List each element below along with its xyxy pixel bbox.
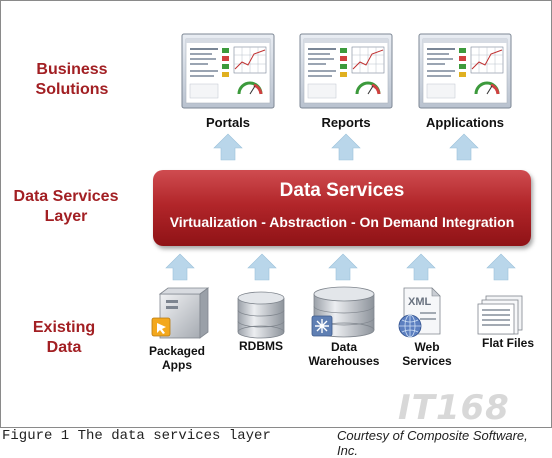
arrow-up-icon [331, 133, 361, 161]
portals-label: Portals [205, 115, 251, 130]
database-icon [237, 291, 285, 339]
web-services-label: Web Services [392, 340, 462, 368]
source-label-line1: Web [414, 340, 440, 354]
services-label-line2: Layer [44, 208, 88, 225]
existing-label-line2: Data [46, 339, 82, 356]
source-label-line1: RDBMS [239, 339, 283, 353]
arrow-up-icon [486, 253, 516, 281]
data-warehouses-label: Data Warehouses [302, 340, 386, 368]
arrow-up-icon [406, 253, 436, 281]
data-warehouse-icon [311, 286, 375, 338]
xml-badge: XML [408, 296, 432, 308]
source-label-line1: Packaged [148, 344, 206, 358]
data-services-band: Data Services Virtualization - Abstracti… [153, 170, 531, 246]
data-services-subtitle: Virtualization - Abstraction - On Demand… [169, 214, 515, 230]
arrow-up-icon [247, 253, 277, 281]
flat-files-icon [477, 295, 523, 335]
figure-credit: Courtesy of Composite Software, Inc. [337, 428, 528, 458]
source-label-line2: Warehouses [308, 354, 380, 368]
existing-label-line1: Existing [32, 319, 96, 336]
figure-caption: Figure 1 The data services layer [2, 428, 271, 444]
business-label-line2: Solutions [35, 81, 109, 98]
packaged-apps-icon [151, 287, 210, 339]
source-label-line1: Flat Files [481, 336, 534, 350]
business-solutions-label: Business Solutions [20, 60, 124, 100]
reports-screen-icon [298, 32, 394, 110]
source-label-line2: Services [402, 354, 452, 368]
existing-data-label: Existing Data [14, 318, 114, 358]
arrow-up-icon [449, 133, 479, 161]
diagram-graphics: XML [151, 32, 523, 339]
packaged-apps-label: Packaged Apps [140, 344, 214, 372]
arrow-up-icon [213, 133, 243, 161]
arrow-up-icon [165, 253, 195, 281]
data-services-layer-label: Data Services Layer [2, 187, 130, 227]
business-label-line1: Business [36, 61, 108, 78]
source-label-line1: Data [330, 340, 357, 354]
xml-globe-icon: XML [398, 287, 441, 338]
rdbms-label: RDBMS [226, 339, 296, 353]
reports-label: Reports [321, 115, 371, 130]
source-label-line2: Apps [162, 358, 192, 372]
arrow-up-icon [328, 253, 358, 281]
watermark-logo: IT168 [398, 388, 510, 428]
flat-files-label: Flat Files [470, 336, 546, 350]
services-label-line1: Data Services [13, 188, 119, 205]
applications-label: Applications [425, 115, 504, 130]
applications-screen-icon [417, 32, 513, 110]
portals-screen-icon [180, 32, 276, 110]
data-services-title: Data Services [279, 180, 405, 201]
